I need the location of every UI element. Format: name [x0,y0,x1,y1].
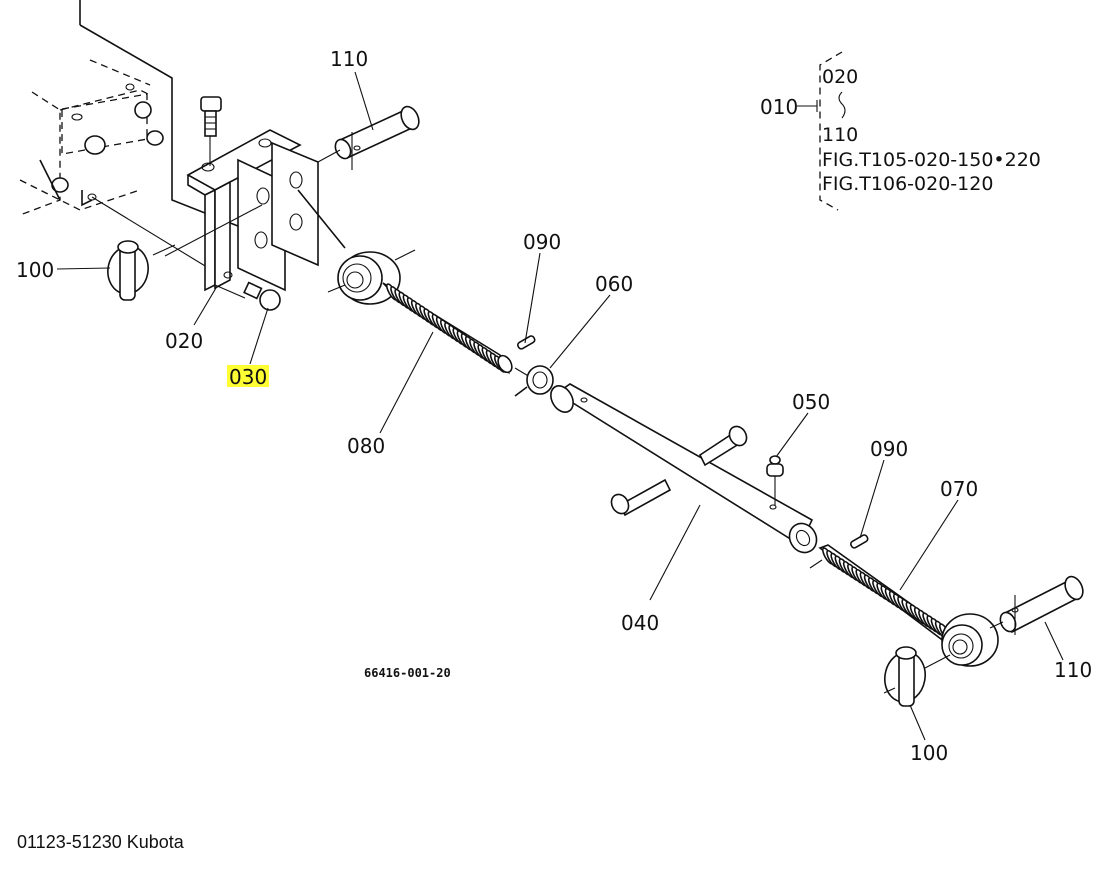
callout-090-top: 090 [523,230,561,254]
parts-diagram: 110 100 020 030 080 090 060 050 090 070 … [16,0,1092,765]
bracket-part-020 [164,129,346,299]
callout-110-top: 110 [330,47,368,71]
callout-110-bottom: 110 [1054,658,1092,682]
callout-020: 020 [165,329,203,353]
top-bolt [200,96,222,166]
highlight-030 [227,365,269,387]
lynch-pin-part-100-left [107,240,176,301]
drawing-number: 66416-001-20 [364,666,451,680]
note-fig-ref-2: FIG.T106-020-120 [822,173,993,195]
range-brace-icon [838,91,846,119]
callout-050: 050 [792,390,830,414]
callout-100-left: 100 [16,258,54,282]
note-range-from: 020 [822,66,858,88]
callout-030: 030 [229,365,267,389]
callout-040: 040 [621,611,659,635]
lynch-pin-part-100-right [883,646,951,707]
bolt-part-030 [243,281,281,311]
callout-080: 080 [347,434,385,458]
callout-070: 070 [940,477,978,501]
leader-lines [56,71,1064,741]
tractor-mount-outline [19,0,249,273]
tube-part-040 [550,383,818,554]
assembly-note: 010 020 110 FIG.T105-020-150•220 FIG.T10… [760,51,1041,211]
note-fig-ref-1: FIG.T105-020-150•220 [822,149,1041,171]
ball-joint-part-080 [327,249,531,378]
callout-060: 060 [595,272,633,296]
nut-part-060 [514,365,554,397]
roll-pin-part-090-bottom [850,534,869,549]
part-caption: 01123-51230 Kubota [17,832,184,852]
pin-part-110-bottom [989,575,1084,635]
grease-nipple-part-050 [766,455,784,505]
roll-pin-part-090-top [517,335,536,350]
threaded-rod-part-070 [809,544,999,667]
callout-010: 010 [760,95,798,119]
pin-part-110-top [317,105,420,170]
note-range-to: 110 [822,124,858,146]
callout-090-bottom: 090 [870,437,908,461]
callout-100-right: 100 [910,741,948,765]
